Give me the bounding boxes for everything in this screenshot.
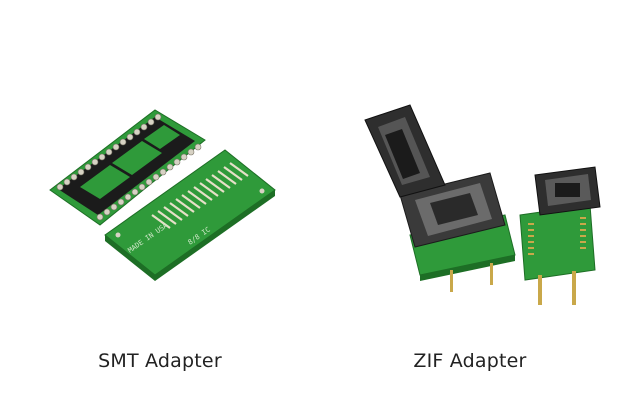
zif-adapter-caption: ZIF Adapter xyxy=(413,350,527,372)
zif-adapter-image xyxy=(350,95,620,315)
smt-adapter-caption: SMT Adapter xyxy=(98,350,222,372)
zif-socket-large xyxy=(364,104,516,292)
smt-adapter-image: MADE IN USA 8/8 IC xyxy=(40,95,300,295)
smt-adapter-photo: MADE IN USA 8/8 IC xyxy=(49,109,276,281)
zif-adapter-small xyxy=(519,166,601,305)
zif-adapter-photo xyxy=(364,104,601,305)
smt-socket-board xyxy=(49,109,206,226)
smt-footprint-board: MADE IN USA 8/8 IC xyxy=(104,149,276,281)
